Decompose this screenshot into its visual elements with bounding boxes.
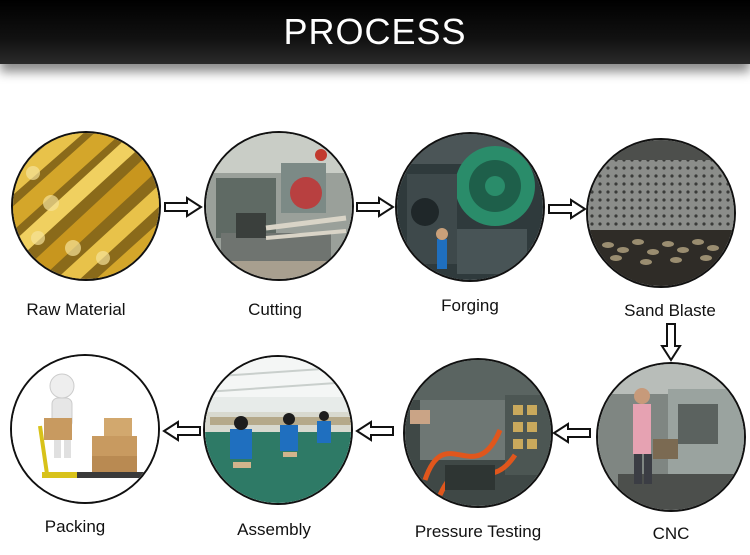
assembly-line-image: [203, 355, 353, 505]
arrow-right-icon: [548, 198, 587, 220]
cnc-machine-image: [596, 362, 746, 512]
brass-rods-image: [11, 131, 161, 281]
step-cutting: [204, 131, 354, 281]
step-label-assembly: Assembly: [237, 520, 311, 539]
sand-blast-image: [586, 138, 736, 288]
step-sand-blaste: [586, 138, 736, 288]
step-raw-material: [11, 131, 161, 281]
step-label-cutting: Cutting: [248, 300, 302, 319]
step-label-pressure-testing: Pressure Testing: [414, 522, 542, 541]
step-cnc: [596, 362, 746, 512]
step-label-cnc: CNC: [652, 524, 690, 543]
arrow-down-icon: [660, 323, 682, 362]
arrow-right-icon: [164, 196, 203, 218]
cutting-machine-image: [204, 131, 354, 281]
arrow-left-icon: [552, 422, 591, 444]
page-title: PROCESS: [283, 11, 467, 52]
forging-press-image: [395, 132, 545, 282]
step-forging: [395, 132, 545, 282]
step-packing: [10, 354, 160, 504]
step-label-forging: Forging: [441, 296, 499, 315]
arrow-left-icon: [162, 420, 201, 442]
arrow-left-icon: [355, 420, 394, 442]
pressure-testing-image: [403, 358, 553, 508]
step-label-raw-material: Raw Material: [26, 300, 126, 319]
step-pressure-testing: [403, 358, 553, 508]
arrow-right-icon: [356, 196, 395, 218]
step-assembly: [203, 355, 353, 505]
step-label-packing: Packing: [44, 517, 106, 536]
step-label-sand-blaste: Sand Blaste: [624, 301, 716, 320]
header-banner: PROCESS: [0, 0, 750, 64]
packing-figure-image: [10, 354, 160, 504]
